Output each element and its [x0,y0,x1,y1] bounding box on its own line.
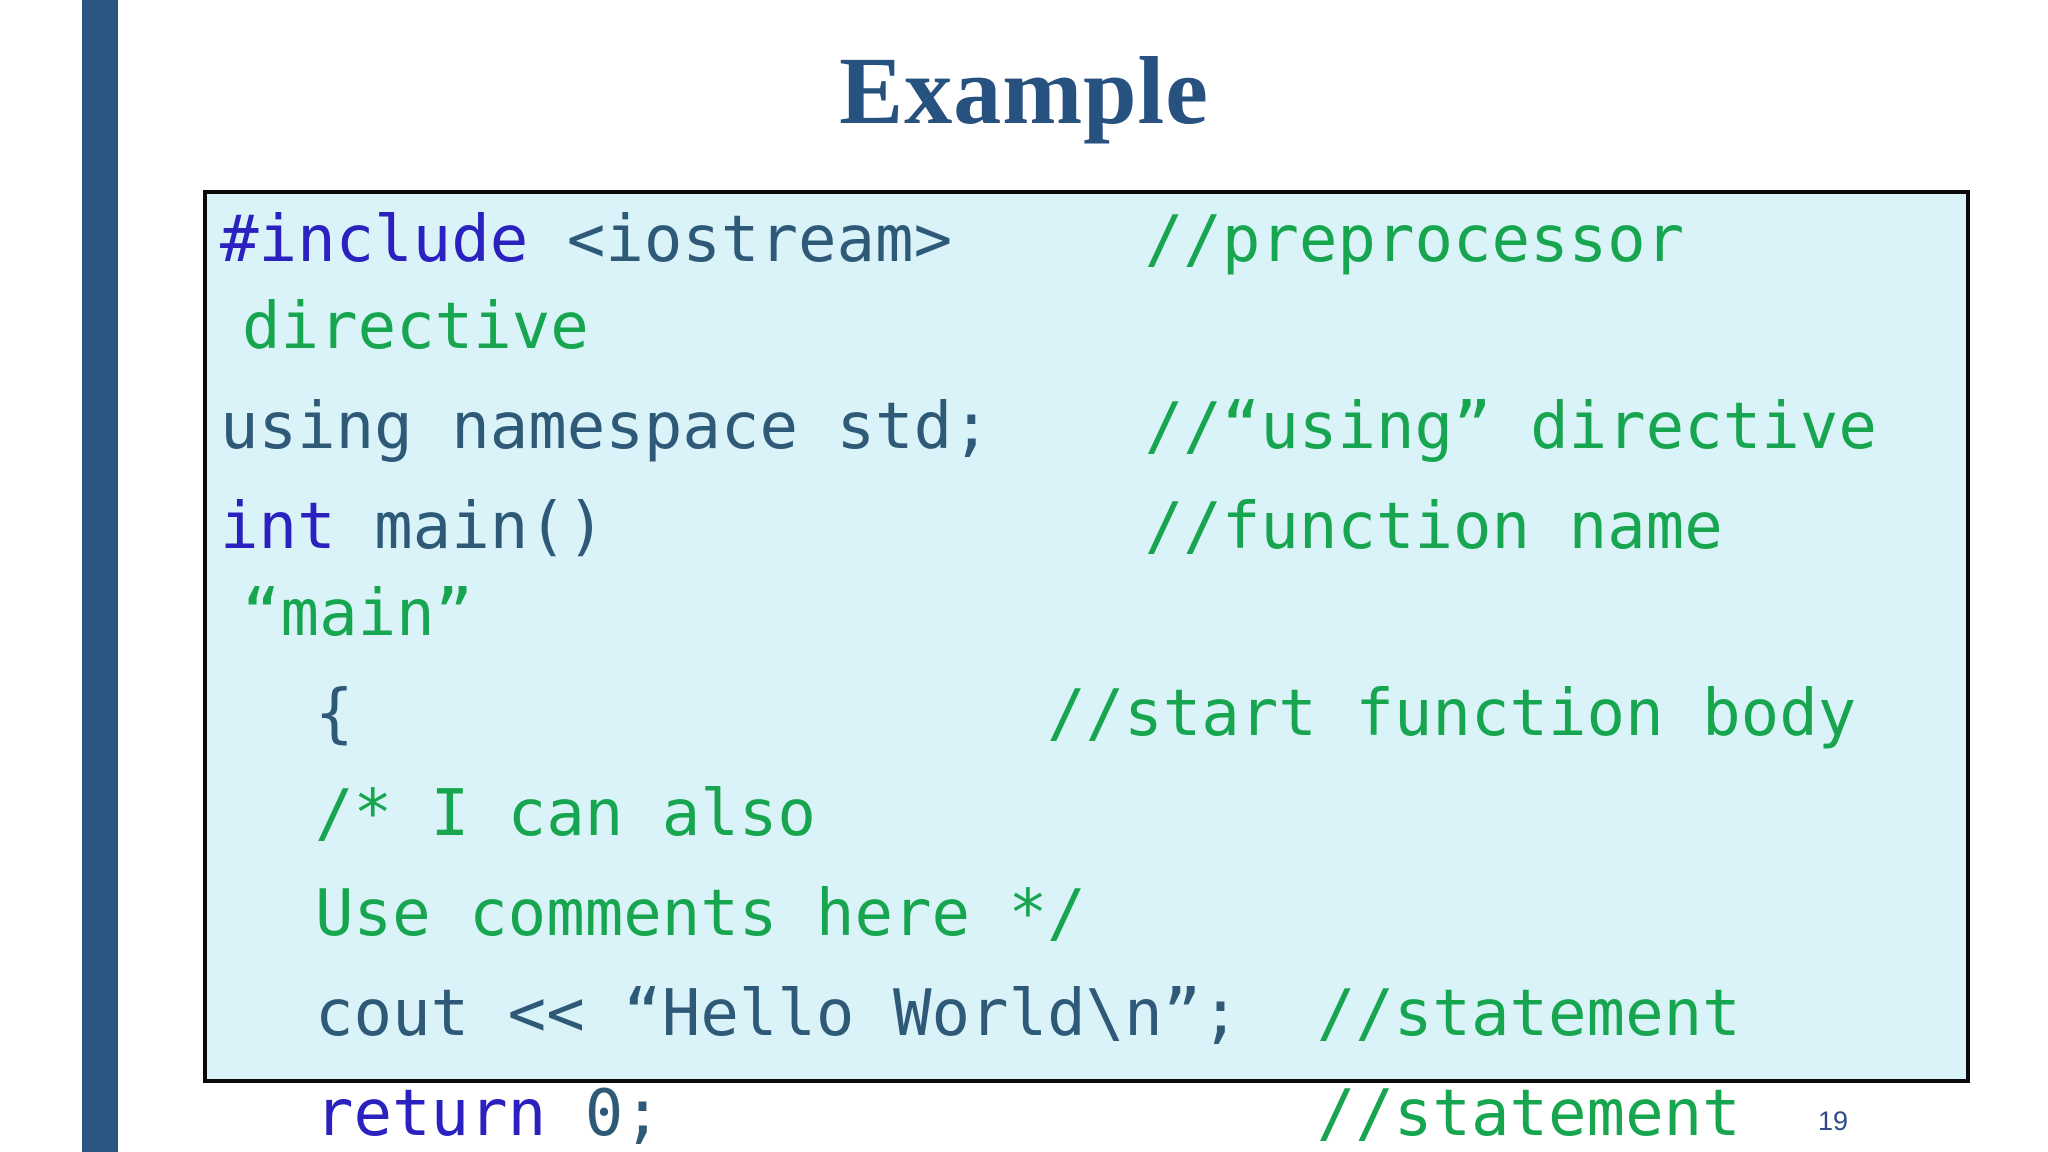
code-segment-code: 0; [546,1077,1317,1151]
code-segment-comment: //statement [1316,1077,1741,1151]
code-line: /* I can also [315,771,2010,858]
code-segment-comment: //function name [1144,490,1723,564]
code-segment-comment: Use comments here */ [315,877,1086,951]
code-line: #include <iostream> //preprocessor [220,197,2010,284]
page-number: 19 [1818,1106,1849,1136]
code-segment-keyword: int [220,490,336,564]
code-segment-comment: //preprocessor [1144,203,1685,277]
code-segment-keyword: #include [220,203,529,277]
code-line: int main() //function name [220,484,2010,571]
code-line: directive [242,284,2010,371]
code-segment-comment: “main” [242,577,474,651]
slide-title: Example [839,37,1209,144]
code-line: Use comments here */ [315,871,2010,958]
code-segment-comment: //“using” directive [1144,390,1877,464]
code-line: cout << “Hello World\n”; //statement [315,971,2010,1058]
code-line: using namespace std; //“using” directive [220,384,2010,471]
code-line: return 0; //statement [315,1071,2010,1152]
code-segment-code: using namespace std; [220,390,1145,464]
code-segment-code: main() [335,490,1145,564]
code-line: “main” [242,571,2010,658]
code-segment-code: { [315,677,1048,751]
code-segment-comment: /* I can also [315,777,816,851]
code-segment-keyword: return [315,1077,547,1151]
code-segment-comment: //start function body [1047,677,1857,751]
code-segment-comment: directive [242,290,589,364]
code-line: { //start function body [315,671,2010,758]
code-segment-code: <iostream> [528,203,1145,277]
left-accent-bar [82,0,118,1152]
code-box [203,190,1970,1083]
code-segment-comment: //statement [1316,977,1741,1051]
code-segment-code: cout << “Hello World\n”; [315,977,1317,1051]
